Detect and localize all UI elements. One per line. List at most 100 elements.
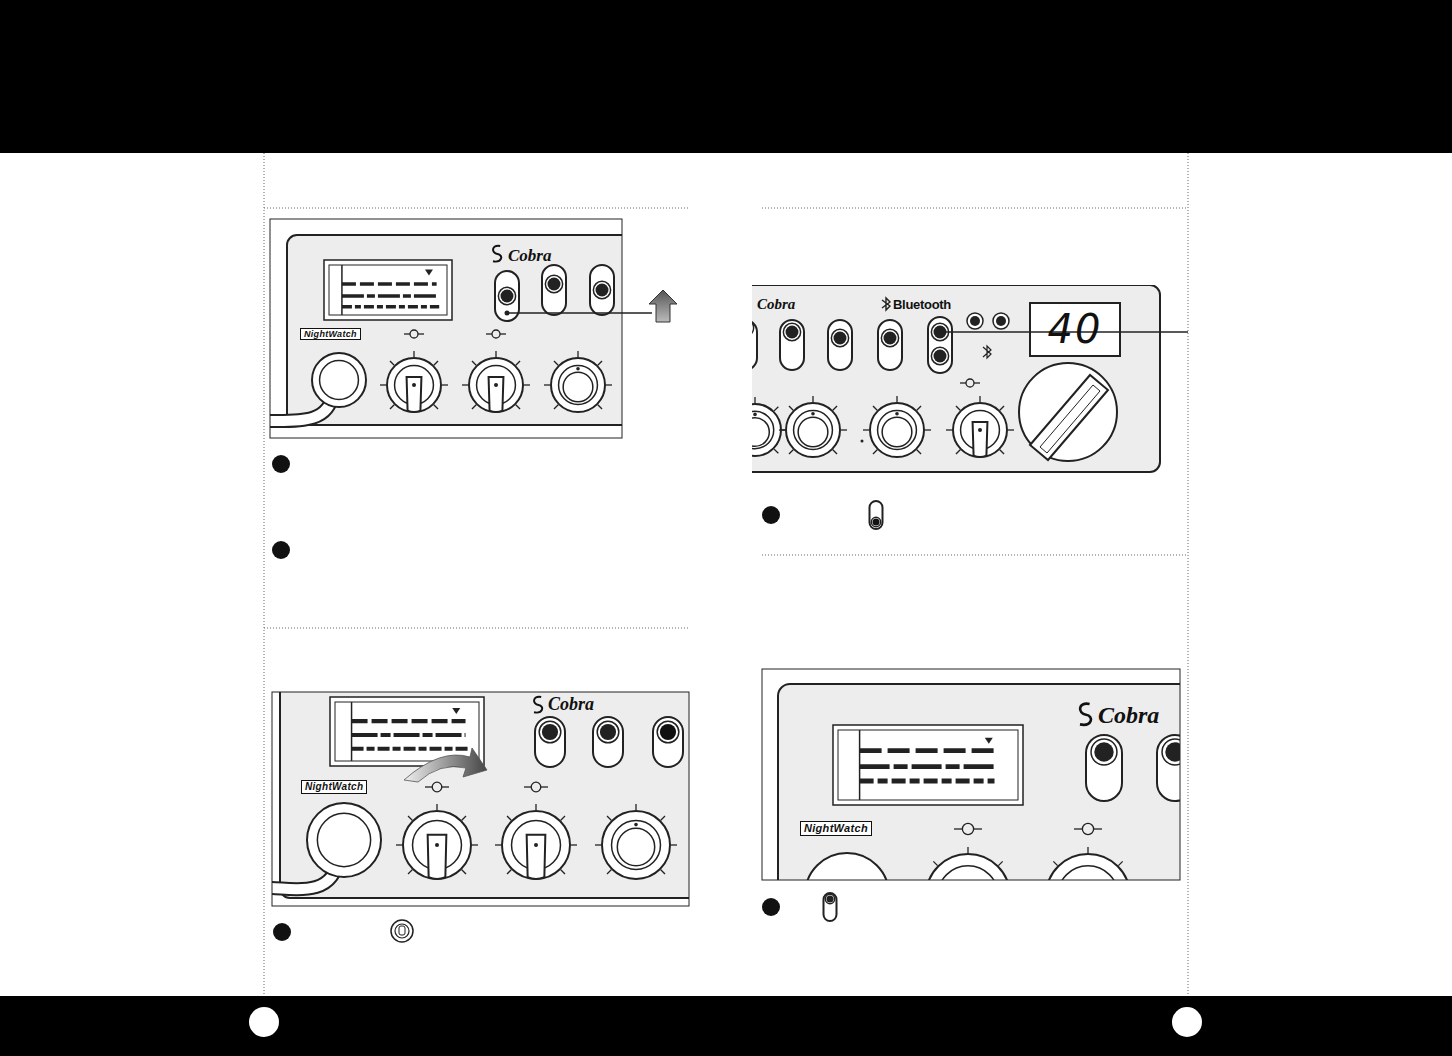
bluetooth-logo: Bluetooth (893, 298, 951, 313)
knob-tick (390, 405, 394, 409)
step-bullet (762, 506, 780, 524)
brand-logo: Cobra (1098, 702, 1159, 730)
lcd-window (838, 730, 1018, 800)
knob-tick (442, 384, 448, 385)
channel-selector-grip (1040, 385, 1100, 453)
lcd-window (329, 265, 447, 315)
button-ring (498, 287, 515, 304)
knob-tick (873, 406, 877, 410)
knob-tick (1053, 861, 1057, 865)
knob-symbol (962, 823, 973, 834)
knob-tick (396, 844, 402, 845)
knob-tick (544, 384, 550, 385)
channel-selector-grip (1030, 375, 1108, 460)
button-dot (501, 290, 514, 303)
panel-border (762, 669, 1180, 880)
knob-tick (833, 450, 837, 454)
push-button (780, 320, 804, 370)
knob-pointer (895, 412, 899, 416)
button-ring (881, 329, 898, 346)
button-dot (600, 724, 616, 740)
knob-tick (507, 816, 511, 820)
push-button (928, 317, 952, 373)
knob-icon (399, 926, 405, 935)
push-button (593, 717, 623, 767)
knob-skirt (926, 854, 1010, 880)
knob-symbol (954, 828, 962, 829)
dotted-rule (762, 208, 1188, 209)
step-bullet (272, 541, 290, 559)
knob-pointer (634, 823, 638, 827)
knob-tick (917, 406, 921, 410)
push-button (1086, 735, 1122, 801)
knob-tick (1008, 429, 1014, 430)
knob-tick (933, 861, 937, 865)
button-ring (931, 347, 948, 364)
lcd-indicator (425, 270, 433, 276)
knob-tick (661, 870, 665, 874)
button-dot (548, 278, 561, 291)
knob-tick (561, 870, 565, 874)
indicator-led (996, 316, 1006, 326)
knob-symbol (974, 828, 982, 829)
knob-symbol (524, 786, 531, 787)
dotted-rule (264, 153, 265, 996)
knob-tick (774, 407, 778, 411)
knob-skirt (387, 358, 441, 412)
lcd-divider (351, 702, 353, 761)
knob-tick (607, 870, 611, 874)
knob-tick (635, 804, 636, 810)
cobra-snake-logo (1080, 704, 1091, 725)
knob-body (794, 411, 833, 450)
knob-symbol (500, 333, 506, 334)
button-dot (542, 724, 558, 740)
step-bullet (762, 898, 780, 916)
knob-tick (507, 870, 511, 874)
button-ring (1091, 739, 1117, 765)
knob-tick (462, 816, 466, 820)
header-bar (0, 0, 1452, 153)
channel-display (1030, 303, 1120, 356)
push-button (1157, 735, 1180, 801)
knob-tick (1000, 406, 1004, 410)
knob-tick (598, 405, 602, 409)
button-ring (1162, 739, 1180, 765)
knob-body (559, 366, 598, 405)
knob-tick (833, 406, 837, 410)
knob-tick (516, 361, 520, 365)
knob-symbol (1094, 828, 1102, 829)
knob-body (878, 411, 917, 450)
knob-skirt (752, 404, 781, 456)
knob-tick (896, 396, 897, 402)
knob-symbol (531, 782, 541, 792)
knob-tick (956, 450, 960, 454)
knob-tick (946, 429, 952, 430)
push-button (870, 501, 883, 529)
knob-tick (434, 361, 438, 365)
knob-symbol (410, 330, 418, 338)
knob-tick (413, 351, 414, 357)
knob-tick (967, 847, 968, 853)
knob-pointer (753, 413, 757, 417)
knob-symbol (1082, 823, 1093, 834)
knob-tick (554, 361, 558, 365)
knob-tick (516, 405, 520, 409)
knob-tick (462, 384, 468, 385)
knob-tick (436, 804, 437, 810)
button-ring (831, 329, 848, 346)
lcd-frame (833, 725, 1023, 805)
direction-arrow (649, 290, 677, 322)
mic-connector (805, 853, 889, 880)
radio-faceplate (752, 285, 1160, 472)
lcd-segments (860, 748, 995, 753)
knob-symbol (425, 786, 432, 787)
knob-body (752, 411, 774, 448)
button-ring (545, 275, 562, 292)
knob-tick (606, 384, 612, 385)
knob-tick (408, 870, 412, 874)
page-dot (249, 1007, 279, 1037)
panel-mark (861, 440, 864, 443)
button-ring (593, 281, 610, 298)
knob-tick (472, 361, 476, 365)
dotted-rule (264, 208, 690, 209)
